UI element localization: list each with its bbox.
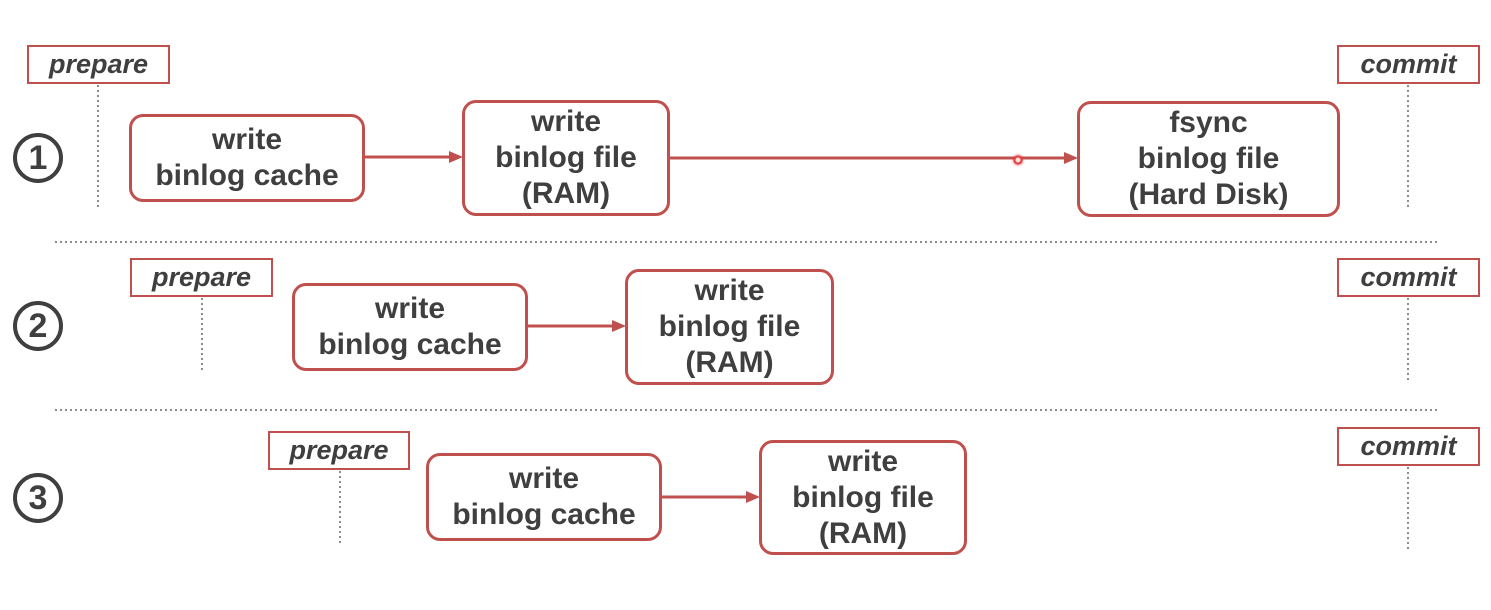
box-line: binlog cache — [452, 498, 636, 531]
box-line: (Hard Disk) — [1128, 178, 1289, 211]
write-binlog-file-ram-box: write binlog file (RAM) — [462, 100, 670, 216]
prepare-tag: prepare — [130, 258, 273, 297]
box-line: write — [508, 462, 580, 495]
box-line: write — [374, 292, 446, 325]
box-line: binlog file — [1137, 142, 1280, 175]
box-line: write — [694, 274, 765, 307]
box-line: binlog cache — [155, 159, 339, 192]
flow-arrow — [365, 151, 463, 163]
commit-tag: commit — [1337, 258, 1480, 297]
box-line: write — [211, 123, 283, 156]
write-binlog-file-ram-box: write binlog file (RAM) — [625, 269, 834, 385]
write-binlog-cache-box: write binlog cache — [426, 453, 662, 541]
fsync-binlog-file-disk-box: fsync binlog file (Hard Disk) — [1077, 101, 1340, 217]
step-number-badge: 3 — [13, 473, 63, 523]
step-number-badge: 2 — [13, 301, 63, 351]
write-binlog-file-ram-box: write binlog file (RAM) — [759, 440, 967, 555]
box-line: (RAM) — [521, 177, 611, 210]
box-line: binlog file — [658, 310, 801, 343]
box-line: binlog file — [495, 141, 637, 174]
prepare-tag: prepare — [27, 45, 170, 84]
write-binlog-cache-box: write binlog cache — [292, 283, 528, 371]
flow-arrow — [670, 152, 1078, 164]
box-line: binlog file — [792, 480, 934, 514]
box-line: binlog cache — [318, 328, 502, 361]
step-number-badge: 1 — [13, 133, 63, 183]
box-line: write — [827, 444, 899, 478]
commit-tag: commit — [1337, 45, 1480, 84]
box-line: (RAM) — [818, 516, 908, 550]
laser-pointer-dot — [1011, 153, 1025, 167]
flow-arrow — [528, 320, 626, 332]
box-line: (RAM) — [685, 346, 774, 379]
write-binlog-cache-box: write binlog cache — [129, 114, 365, 202]
box-line: fsync — [1169, 106, 1248, 139]
box-line: write — [530, 105, 602, 138]
prepare-tag: prepare — [268, 431, 410, 470]
commit-tag: commit — [1337, 427, 1480, 466]
flow-arrow — [662, 491, 760, 503]
